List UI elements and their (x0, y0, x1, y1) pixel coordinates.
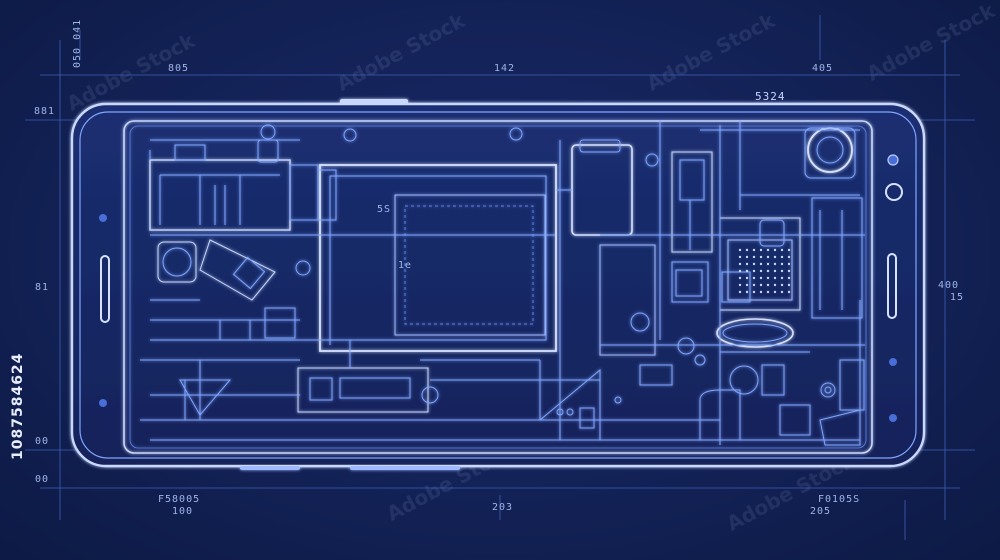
dimension-label-bottom-center: 203 (492, 502, 514, 513)
chip-dot (759, 276, 763, 280)
chip-dot (773, 269, 777, 273)
chip-dot (766, 255, 770, 259)
chip-dot (787, 290, 791, 294)
dimension-label-top-left-vertical: 050 041 (72, 18, 83, 68)
chip-dot (787, 262, 791, 266)
dimension-lines (25, 15, 975, 540)
chip-dot (745, 269, 749, 273)
chip-dot (738, 269, 742, 273)
chip-dot (738, 255, 742, 259)
chip-dot (773, 262, 777, 266)
chip-dot (745, 262, 749, 266)
chip-dot-grid (738, 248, 791, 294)
chip-dot (766, 290, 770, 294)
chip-dot (738, 290, 742, 294)
chip-dot (738, 262, 742, 266)
dimension-label-bottom-right-2: 205 (810, 506, 832, 517)
chip-dot (752, 269, 756, 273)
chip-dot (773, 248, 777, 252)
chip-dot (787, 255, 791, 259)
chip-dot (780, 283, 784, 287)
chip-dot (745, 290, 749, 294)
chip-dot (738, 276, 742, 280)
dimension-label-left-mid: 81 (35, 282, 50, 293)
chip-dot (780, 290, 784, 294)
dimension-label-top-left: 805 (168, 63, 190, 74)
chip-dot (773, 276, 777, 280)
phone-body (70, 99, 926, 470)
chip-dot (780, 276, 784, 280)
chip-dot (787, 276, 791, 280)
chip-dot (766, 283, 770, 287)
dimension-label-top-right: 405 (812, 63, 834, 74)
chip-dot (787, 248, 791, 252)
chip-dot (766, 276, 770, 280)
chip-dot (752, 248, 756, 252)
dimension-label-right-mid-1: 400 (938, 280, 960, 291)
screen-chip-label-b: 1e (398, 260, 413, 271)
chip-dot (766, 248, 770, 252)
dimension-label-left-upper: 881 (34, 106, 56, 117)
chip-dot (752, 290, 756, 294)
chip-dot (759, 248, 763, 252)
dimension-label-left-lower-1: 00 (35, 436, 50, 447)
screen-chip-label-a: 5S (377, 204, 392, 215)
chip-dot (752, 255, 756, 259)
chip-dot (780, 255, 784, 259)
chip-dot (766, 269, 770, 273)
chip-dot (738, 283, 742, 287)
chip-dot (766, 262, 770, 266)
chip-dot (773, 255, 777, 259)
dimension-label-bottom-left-1: F58005 (158, 494, 201, 505)
chip-dot (752, 276, 756, 280)
model-number-label: 5324 (755, 90, 786, 103)
chip-dot (752, 283, 756, 287)
dimension-label-top-center: 142 (494, 63, 516, 74)
dimension-label-right-mid-2: 15 (950, 292, 965, 303)
chip-dot (773, 290, 777, 294)
chip-dot (759, 262, 763, 266)
chip-dot (780, 269, 784, 273)
chip-dot (787, 283, 791, 287)
dimension-label-bottom-left-2: 100 (172, 506, 194, 517)
chip-dot (745, 276, 749, 280)
chip-dot (752, 262, 756, 266)
chip-dot (738, 248, 742, 252)
chip-dot (759, 255, 763, 259)
dimension-label-bottom-right-1: F0105S (818, 494, 861, 505)
image-id-watermark: 1087584624 (10, 352, 26, 460)
chip-dot (759, 269, 763, 273)
chip-dot (787, 269, 791, 273)
chip-dot (759, 283, 763, 287)
chip-dot (745, 255, 749, 259)
chip-dot (745, 248, 749, 252)
chip-dot (773, 283, 777, 287)
screen-circuit (123, 120, 873, 454)
dimension-label-left-lower-2: 00 (35, 474, 50, 485)
chip-dot (759, 290, 763, 294)
chip-dot (780, 248, 784, 252)
chip-dot (780, 262, 784, 266)
chip-dot (745, 283, 749, 287)
